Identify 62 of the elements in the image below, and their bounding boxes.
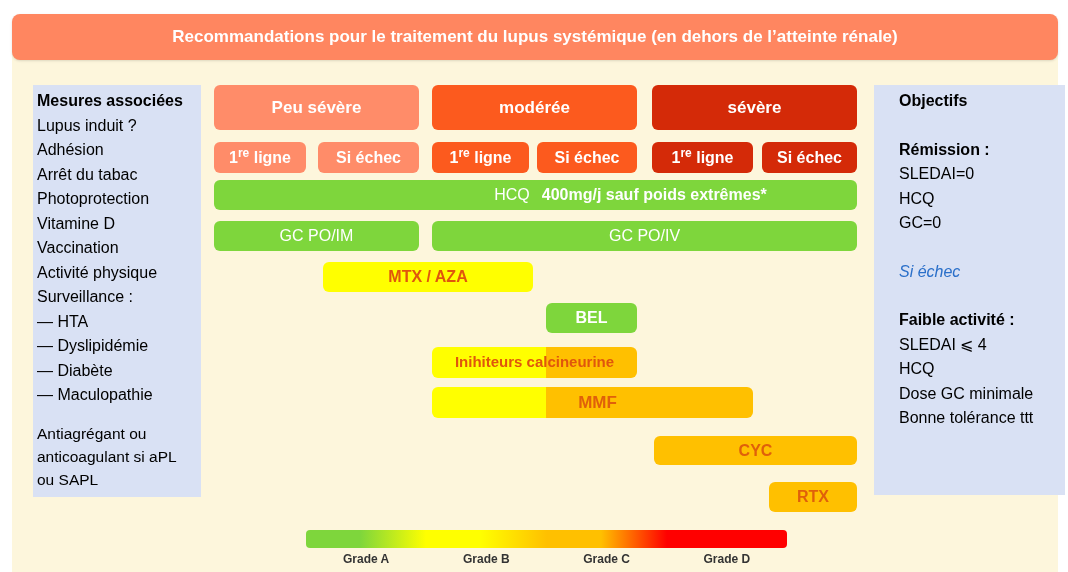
- grade-label: Grade C: [583, 551, 630, 568]
- box-label: Recommandations pour le traitement du lupus systémique (en dehors de l’atteinte rénale): [172, 26, 898, 49]
- panel-text: GC=0: [899, 213, 942, 233]
- treatment-bar: [214, 221, 419, 251]
- panel-text: Arrêt du tabac: [37, 164, 138, 185]
- severity-box: [652, 85, 857, 130]
- severity-box: [214, 85, 419, 130]
- severity-box: [432, 85, 637, 130]
- box-label: 1$^{re}$ ligne: [229, 145, 291, 168]
- panel-text: Dose GC minimale: [899, 383, 1034, 404]
- box-label: CYC: [738, 440, 773, 461]
- panel-text: Faible activité :: [899, 310, 1015, 330]
- panel-text: — Maculopathie: [37, 385, 153, 405]
- grade-label: Grade D: [703, 551, 751, 568]
- measures-panel: [33, 85, 201, 497]
- panel-text: HCQ: [899, 188, 935, 209]
- treatment-bar: [432, 387, 753, 418]
- box-label: Peu sévère: [271, 96, 362, 119]
- panel-text: Vaccination: [37, 238, 119, 258]
- box-label: GC PO/IM: [279, 226, 354, 246]
- panel-text: Si échec: [899, 261, 961, 282]
- box-label: RTX: [797, 487, 829, 507]
- treatment-bar: [546, 303, 637, 333]
- grade-label: Grade B: [463, 551, 510, 568]
- panel-heading: Objectifs: [899, 91, 968, 111]
- box-label: sévère: [727, 96, 782, 119]
- panel-text: Surveillance :: [37, 287, 134, 307]
- treatment-bar: [214, 180, 857, 210]
- panel-text: Activité physique: [37, 262, 158, 283]
- title-banner: [12, 14, 1058, 60]
- box-label: 400mg/j sauf poids extrêmes*: [541, 185, 767, 205]
- panel-text: Antiagrégant ou anticoagulant si aPL ou SAPL: [37, 423, 178, 490]
- box-label: 1$^{re}$ ligne: [449, 145, 512, 168]
- box-label: modérée: [499, 96, 570, 119]
- treatment-bar: [769, 482, 857, 512]
- panel-text: SLEDAI ⩽ 4: [899, 334, 987, 355]
- box-label: 1$^{re}$ ligne: [671, 145, 734, 168]
- box-label: GC PO/IV: [608, 226, 681, 246]
- panel-text: HCQ: [899, 359, 935, 379]
- panel-text: Bonne tolérance ttt: [899, 408, 1034, 428]
- panel-heading: Mesures associées: [37, 91, 183, 111]
- panel-text: — Dyslipidémie: [37, 336, 149, 356]
- panel-text: — HTA: [37, 311, 89, 332]
- box-label: Si échec: [336, 147, 401, 168]
- panel-text: Adhésion: [37, 140, 104, 160]
- panel-text: — Diabète: [37, 360, 113, 381]
- grade-label: Grade A: [343, 551, 390, 568]
- box-label: Si échec: [777, 147, 842, 168]
- box-label: HCQ: [494, 185, 530, 205]
- panel-text: Rémission :: [899, 139, 990, 160]
- panel-text: Photoprotection: [37, 189, 150, 209]
- treatment-bar: [654, 436, 857, 465]
- box-label: Si échec: [554, 147, 620, 168]
- box-label: BEL: [575, 308, 608, 328]
- box-label: MTX / AZA: [388, 267, 468, 287]
- objectives-panel: [874, 85, 1065, 495]
- treatment-bar: [323, 262, 533, 292]
- panel-text: SLEDAI=0: [899, 164, 975, 184]
- panel-text: Lupus induit ?: [37, 115, 137, 136]
- box-label: MMF: [578, 391, 617, 414]
- treatment-bar: [432, 221, 857, 251]
- panel-text: Vitamine D: [37, 213, 115, 234]
